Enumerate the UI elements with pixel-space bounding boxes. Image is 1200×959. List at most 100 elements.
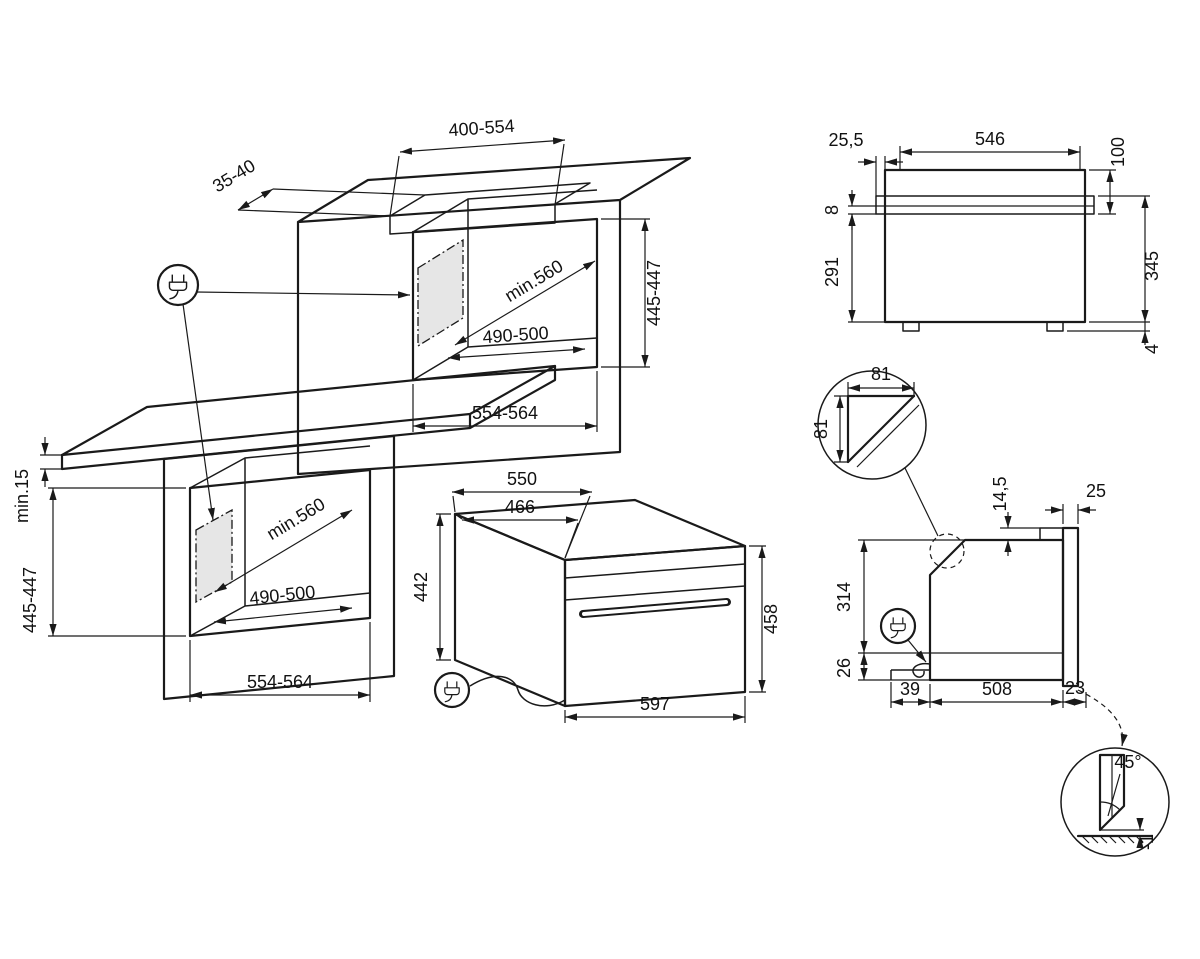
ext-oven-body-height bbox=[436, 513, 451, 661]
oven-control-panel bbox=[564, 563, 746, 601]
ext-top-cutout-depth bbox=[237, 188, 426, 217]
label-side-body-height: 314 bbox=[834, 582, 854, 612]
power-plug-side bbox=[879, 607, 927, 663]
socket-zone-base bbox=[195, 508, 233, 604]
side-view-rear-bracket bbox=[890, 669, 930, 680]
label-worktop-clearance: min.15 bbox=[12, 469, 32, 523]
floor-hatching bbox=[1081, 835, 1144, 844]
chamfer-detail-circle bbox=[817, 370, 927, 480]
label-oven-width: 597 bbox=[640, 694, 670, 714]
power-plug-circle bbox=[433, 671, 471, 709]
label-oven-front-height: 458 bbox=[761, 604, 781, 634]
power-plug-icon bbox=[168, 273, 188, 300]
label-rear-clearance: 39 bbox=[900, 679, 920, 699]
chamfer-hypotenuse bbox=[846, 394, 916, 464]
label-chamfer-width: 81 bbox=[871, 364, 891, 384]
label-wall-min-depth: min.560 bbox=[501, 256, 566, 306]
dim-top-cutout-depth bbox=[237, 188, 274, 211]
ext-total-height bbox=[1089, 195, 1150, 323]
ext-top-section bbox=[1089, 169, 1116, 215]
power-plug-icon bbox=[444, 680, 460, 703]
door-detail-circle bbox=[1060, 747, 1170, 857]
side-view-cable-curl bbox=[912, 662, 931, 678]
detail-chamfer: 81 81 bbox=[811, 364, 927, 480]
oven-front-face bbox=[563, 544, 747, 708]
side-view-body bbox=[928, 538, 1065, 682]
power-plug-oven bbox=[433, 671, 471, 709]
ext-door-depth bbox=[1062, 504, 1079, 524]
detail-door-bottom: 45° -1 bbox=[1060, 747, 1170, 857]
power-plug-icon bbox=[890, 616, 906, 639]
chamfer-callout-circle bbox=[929, 533, 965, 569]
power-plug-circle bbox=[156, 263, 200, 307]
chamfer-inner-line bbox=[856, 404, 920, 468]
label-body-width: 546 bbox=[975, 129, 1005, 149]
front-view-body bbox=[883, 168, 1087, 324]
label-top-cutout-width: 400-554 bbox=[448, 116, 515, 141]
label-base-min-depth: min.560 bbox=[263, 494, 328, 544]
ext-wall-niche-height bbox=[601, 218, 650, 368]
wall-cabinet-outline bbox=[296, 156, 692, 476]
wall-cabinet-view: 400-554 35-40 min.560 490-500 554-564 44… bbox=[209, 116, 692, 476]
label-foot-height: 4 bbox=[1142, 344, 1162, 354]
label-wall-inner-width: 490-500 bbox=[482, 323, 549, 348]
label-floor-offset: -1 bbox=[1137, 834, 1157, 850]
oven-handle-highlight bbox=[582, 600, 728, 616]
ext-foot-height bbox=[1067, 322, 1150, 332]
dim-wall-inner-width bbox=[447, 346, 586, 361]
label-top-step: 14,5 bbox=[990, 476, 1010, 511]
plug-leader-to-wall-zone bbox=[195, 291, 411, 299]
chamfer-detail-leader bbox=[904, 467, 939, 537]
dim-base-min-depth bbox=[214, 509, 353, 593]
dim-wall-min-depth bbox=[454, 260, 596, 346]
side-view: 14,5 25 314 26 39 508 23 bbox=[834, 467, 1128, 747]
label-wall-niche-width: 554-564 bbox=[472, 403, 538, 423]
front-view: 25,5 546 100 8 291 345 4 bbox=[822, 129, 1162, 354]
label-chamfer-height: 81 bbox=[811, 419, 831, 439]
ext-worktop-clearance bbox=[40, 454, 62, 470]
label-front-clearance: 23 bbox=[1065, 678, 1085, 698]
ext-side-offset bbox=[875, 156, 886, 196]
label-oven-body-height: 442 bbox=[411, 572, 431, 602]
power-plug-circle bbox=[879, 607, 917, 645]
front-view-foot-left bbox=[902, 321, 920, 332]
power-plug-wall bbox=[156, 263, 411, 521]
ext-body-width bbox=[899, 146, 1081, 170]
label-side-body-depth: 508 bbox=[982, 679, 1012, 699]
dim-base-inner-width bbox=[213, 605, 353, 625]
label-base-height: 26 bbox=[834, 658, 854, 678]
label-bevel-angle: 45° bbox=[1114, 752, 1141, 772]
ext-bottom-dims bbox=[890, 682, 1087, 708]
side-view-top-trim bbox=[1039, 527, 1064, 541]
door-bottom-profile bbox=[1098, 753, 1126, 832]
bevel-angle-leader bbox=[1107, 773, 1121, 817]
label-oven-total-depth: 550 bbox=[507, 469, 537, 489]
label-door-depth: 25 bbox=[1086, 481, 1106, 501]
label-lower-height: 291 bbox=[822, 257, 842, 287]
plug-leader-to-base-zone bbox=[182, 303, 215, 521]
ext-trim-thickness bbox=[848, 205, 876, 215]
front-view-trim-band bbox=[875, 195, 1095, 215]
door-detail-leader bbox=[1077, 689, 1128, 747]
label-base-inner-width: 490-500 bbox=[248, 582, 316, 609]
label-base-niche-width: 554-564 bbox=[247, 672, 313, 692]
label-side-offset: 25,5 bbox=[828, 130, 863, 150]
socket-zone-wall bbox=[417, 238, 464, 348]
label-top-cutout-depth: 35-40 bbox=[209, 155, 259, 196]
plug-leader-to-terminal bbox=[907, 639, 927, 663]
ext-base-niche-height bbox=[48, 487, 186, 637]
base-niche-opening bbox=[188, 468, 372, 638]
side-view-door bbox=[1061, 526, 1080, 688]
label-oven-body-depth: 466 bbox=[505, 497, 535, 517]
label-wall-niche-height: 445-447 bbox=[644, 260, 664, 326]
dim-top-cutout-width bbox=[399, 137, 566, 155]
oven-power-cable bbox=[469, 675, 566, 707]
oven-left-face bbox=[453, 512, 567, 708]
bevel-angle-arc bbox=[1099, 801, 1121, 811]
label-total-height: 345 bbox=[1142, 251, 1162, 281]
oven-view: 550 466 442 458 597 bbox=[411, 469, 781, 723]
label-top-section: 100 bbox=[1108, 137, 1128, 167]
label-base-niche-height: 445-447 bbox=[20, 567, 40, 633]
